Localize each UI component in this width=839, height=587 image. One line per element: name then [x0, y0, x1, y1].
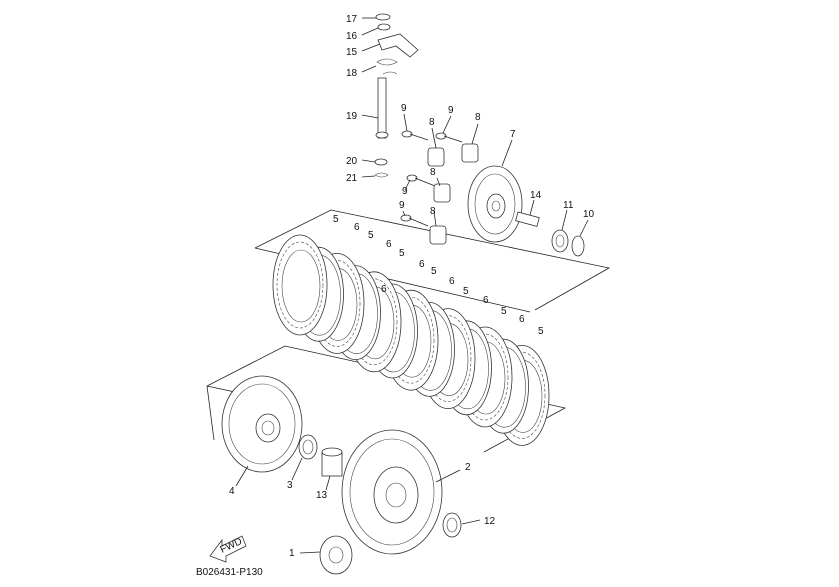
callout-6: 6	[354, 222, 360, 233]
clutch-boss-2	[341, 429, 443, 555]
callout-6: 6	[519, 314, 525, 325]
callout-19: 19	[346, 111, 358, 122]
washer-10	[571, 235, 585, 257]
push-lever-15	[377, 33, 419, 58]
callout-8: 8	[430, 167, 436, 178]
callout-5: 5	[431, 266, 437, 277]
callout-5: 5	[368, 230, 374, 241]
callout-9: 9	[402, 186, 408, 197]
callout-8: 8	[475, 112, 481, 123]
bolt-9	[401, 130, 429, 141]
callout-5: 5	[501, 306, 507, 317]
push-rod-14	[515, 211, 540, 227]
clutch-plate-stack	[272, 234, 550, 446]
callout-12: 12	[484, 516, 496, 527]
callout-5: 5	[399, 248, 405, 259]
callout-9: 9	[448, 105, 454, 116]
callout-1: 1	[289, 548, 295, 559]
push-lever-assembly	[374, 13, 419, 178]
callout-17: 17	[346, 14, 358, 25]
callout-16: 16	[346, 31, 358, 42]
callout-20: 20	[346, 156, 358, 167]
callout-5: 5	[333, 214, 339, 225]
spring-8	[433, 183, 451, 203]
callout-11: 11	[563, 200, 574, 211]
primary-driven-gear-4	[221, 375, 303, 473]
spring-8	[427, 147, 445, 167]
callout-6: 6	[386, 239, 392, 250]
push-rod-19	[377, 77, 387, 139]
bolt-9	[400, 214, 429, 227]
spring-8	[429, 225, 447, 245]
callout-labels: 17 16 15 18 19 20 21 9 9 8 8 7 9 8 9 8 1…	[229, 14, 595, 559]
diagram-code: B026431-P130	[196, 567, 263, 578]
callout-8: 8	[430, 206, 436, 217]
callout-21: 21	[346, 173, 358, 184]
callout-6: 6	[419, 259, 425, 270]
primary-drive-gear-1	[319, 535, 353, 575]
leader-lines	[235, 17, 589, 554]
callout-5: 5	[538, 326, 544, 337]
callout-18: 18	[346, 68, 358, 79]
callout-5: 5	[463, 286, 469, 297]
spring-18	[376, 58, 398, 75]
callout-6: 6	[483, 295, 489, 306]
thrust-washer-3	[298, 434, 318, 460]
callout-15: 15	[346, 47, 358, 58]
washer-20	[374, 158, 388, 166]
fwd-arrow-icon: FWD	[209, 535, 247, 563]
callout-8: 8	[429, 117, 435, 128]
washer-16	[377, 23, 391, 31]
bolt-9	[406, 174, 436, 187]
callout-2: 2	[465, 462, 471, 473]
circlip-21	[374, 172, 389, 178]
callout-7: 7	[510, 129, 516, 140]
callout-9: 9	[401, 103, 407, 114]
bearing-11	[551, 229, 569, 253]
circlip-17	[375, 13, 391, 21]
bolt-spring-set	[400, 130, 479, 245]
friction-plate-5	[272, 234, 328, 336]
spacer-13	[321, 447, 343, 477]
callout-3: 3	[287, 480, 293, 491]
callout-9: 9	[399, 200, 405, 211]
callout-10: 10	[583, 209, 595, 220]
callout-6: 6	[381, 284, 387, 295]
spring-8	[461, 143, 479, 163]
callout-4: 4	[229, 486, 235, 497]
bolt-9	[435, 132, 463, 143]
callout-13: 13	[316, 490, 328, 501]
callout-6: 6	[449, 276, 455, 287]
callout-14: 14	[530, 190, 542, 201]
pressure-plate-7	[467, 165, 523, 243]
washer-12	[442, 512, 462, 538]
